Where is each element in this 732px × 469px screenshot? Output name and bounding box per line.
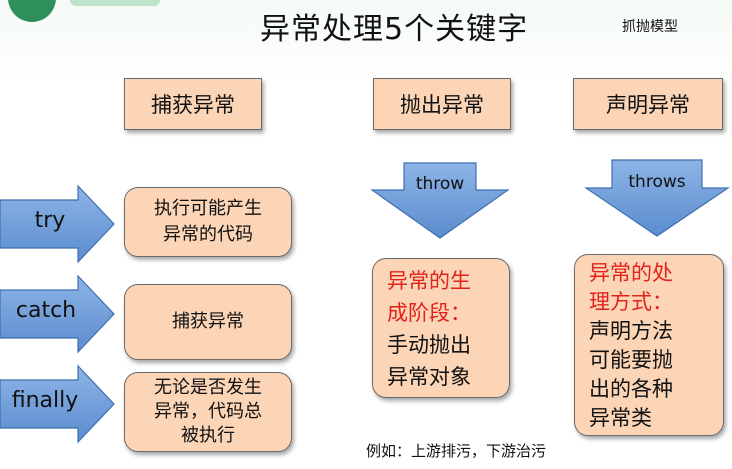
arrow-try-label: try [34, 208, 66, 233]
throws-desc-line5: 出的各种 [589, 377, 673, 401]
arrow-catch-label: catch [15, 298, 77, 323]
throw-desc-red-line1: 异常的生 [387, 269, 471, 293]
arrow-throw-label: throw [415, 174, 465, 194]
throws-desc-red-line2: 理方式： [589, 290, 673, 314]
throws-desc-red-line1: 异常的处 [589, 261, 673, 285]
try-description-box: 执行可能产生 异常的代码 [124, 187, 292, 257]
finally-description-line1: 无论是否发生 [154, 377, 262, 398]
header-catch-label: 捕获异常 [151, 93, 235, 117]
arrow-throw-shape [370, 162, 510, 239]
finally-description-line3: 被执行 [181, 425, 235, 446]
slide-subtitle: 抓抛模型 [622, 19, 678, 35]
try-description-line2: 异常的代码 [163, 224, 253, 245]
slide-title: 异常处理5个关键字 [260, 12, 529, 47]
header-catch-exception: 捕获异常 [124, 78, 262, 130]
header-declare-label: 声明异常 [606, 93, 690, 117]
arrow-catch-shape [0, 274, 115, 354]
finally-description-box: 无论是否发生 异常，代码总 被执行 [124, 372, 292, 452]
header-throw-label: 抛出异常 [400, 93, 484, 117]
try-description-line1: 执行可能产生 [154, 198, 262, 219]
arrow-throws-shape [584, 159, 730, 237]
corner-logo [8, 0, 56, 22]
finally-description-line2: 异常，代码总 [154, 401, 262, 422]
header-declare-exception: 声明异常 [573, 78, 723, 130]
arrow-try-shape [0, 184, 115, 264]
throws-desc-line3: 声明方法 [589, 319, 673, 343]
throw-desc-line3: 手动抛出 [387, 333, 471, 357]
corner-logo-bar [70, 0, 160, 6]
arrow-finally-shape [0, 364, 115, 444]
arrow-finally-label: finally [11, 388, 79, 413]
throws-description-box: 异常的处 理方式： 声明方法 可能要抛 出的各种 异常类 [574, 254, 724, 436]
catch-description-text: 捕获异常 [172, 311, 244, 332]
example-note: 例如：上游排污，下游治污 [366, 442, 547, 460]
header-throw-exception: 抛出异常 [373, 78, 511, 130]
throw-desc-line4: 异常对象 [387, 365, 471, 389]
throws-desc-line4: 可能要抛 [589, 348, 673, 372]
catch-description-box: 捕获异常 [124, 284, 292, 360]
throw-description-box: 异常的生 成阶段： 手动抛出 异常对象 [372, 258, 510, 398]
arrow-throws-label: throws [628, 172, 686, 192]
throw-desc-red-line2: 成阶段： [387, 301, 471, 325]
throws-desc-line6: 异常类 [589, 406, 652, 430]
